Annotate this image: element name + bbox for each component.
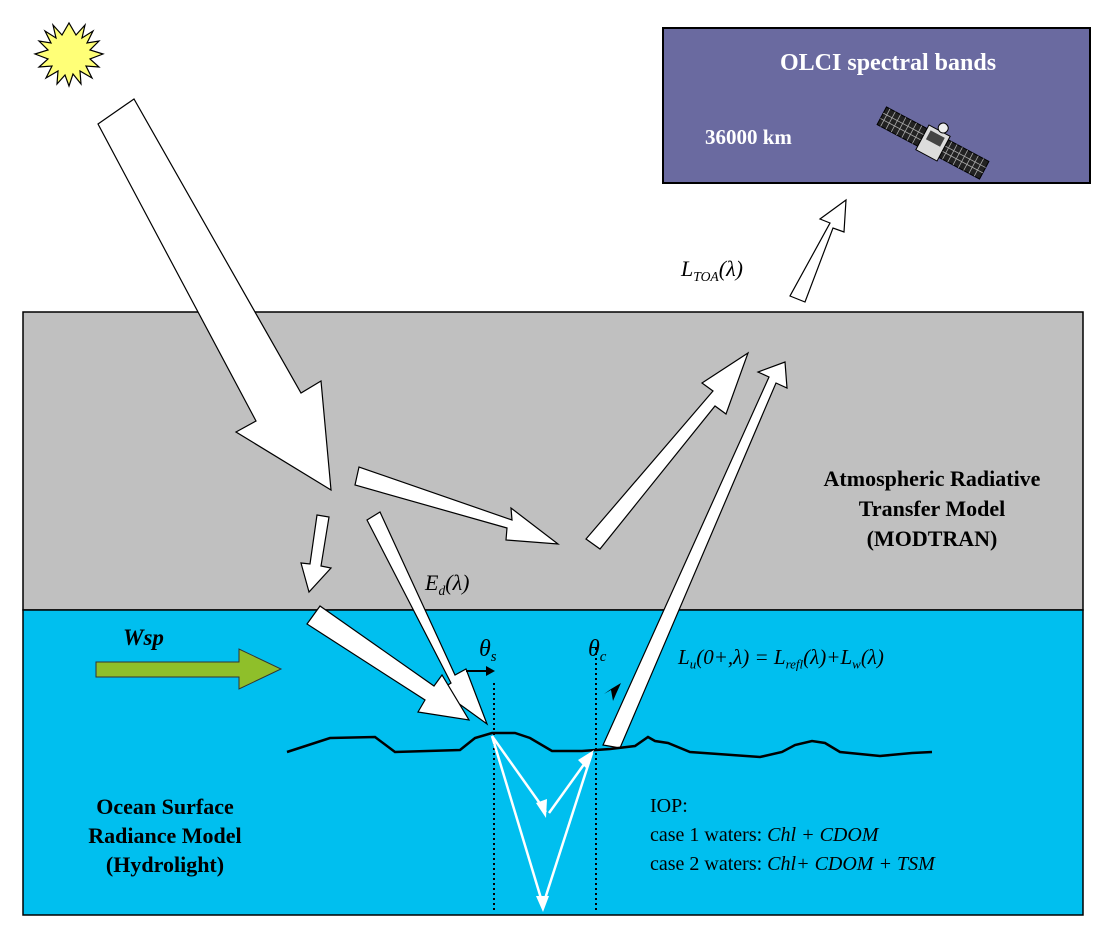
wind-speed-label: Wsp [123, 625, 164, 650]
satellite-icon [876, 106, 990, 180]
theta-c-label: θc [588, 636, 607, 666]
upwelling-radiance-equation: Lu(0+,λ) = Lrefl(λ)+Lw(λ) [678, 645, 884, 672]
iop-case2: case 2 waters: Chl+ CDOM + TSM [650, 853, 935, 875]
iop-case1: case 1 waters: Chl + CDOM [650, 824, 879, 846]
atmosphere-layer [22, 311, 1084, 611]
ocean-layer [22, 609, 1084, 916]
satellite-altitude: 36000 km [705, 125, 792, 149]
wind-arrow [95, 648, 283, 690]
satellite-box [662, 27, 1091, 184]
l-toa-label: LTOA(λ) [681, 256, 743, 284]
sun-icon [33, 21, 105, 88]
theta-s-label: θs [479, 636, 497, 666]
downwelling-irradiance-arrow [366, 511, 489, 726]
upwelling-radiance-arrow [602, 361, 788, 749]
ocean-surface-line [286, 731, 933, 759]
incoming-solar-arrow [97, 98, 332, 492]
path-radiance-arrow [585, 351, 750, 550]
scattered-radiation-arrow [354, 466, 560, 545]
theta-s-angle-marker [466, 666, 495, 676]
atmosphere-model-label: Atmospheric Radiative Transfer Model (MO… [823, 466, 1041, 551]
ocean-model-label: Ocean Surface Radiance Model (Hydrolight… [88, 794, 242, 877]
diffuse-down-arrow [300, 514, 333, 594]
satellite-box-title: OLCI spectral bands [780, 50, 997, 76]
theta-c-angle-marker [604, 683, 621, 701]
iop-title: IOP: [650, 795, 688, 817]
surface-incident-arrow [306, 605, 471, 721]
e-d-label: Ed(λ) [425, 570, 470, 598]
toa-radiance-arrow [789, 198, 847, 303]
iop-block: IOP: case 1 waters: Chl + CDOM case 2 wa… [650, 792, 935, 879]
in-water-light-paths [490, 735, 594, 912]
